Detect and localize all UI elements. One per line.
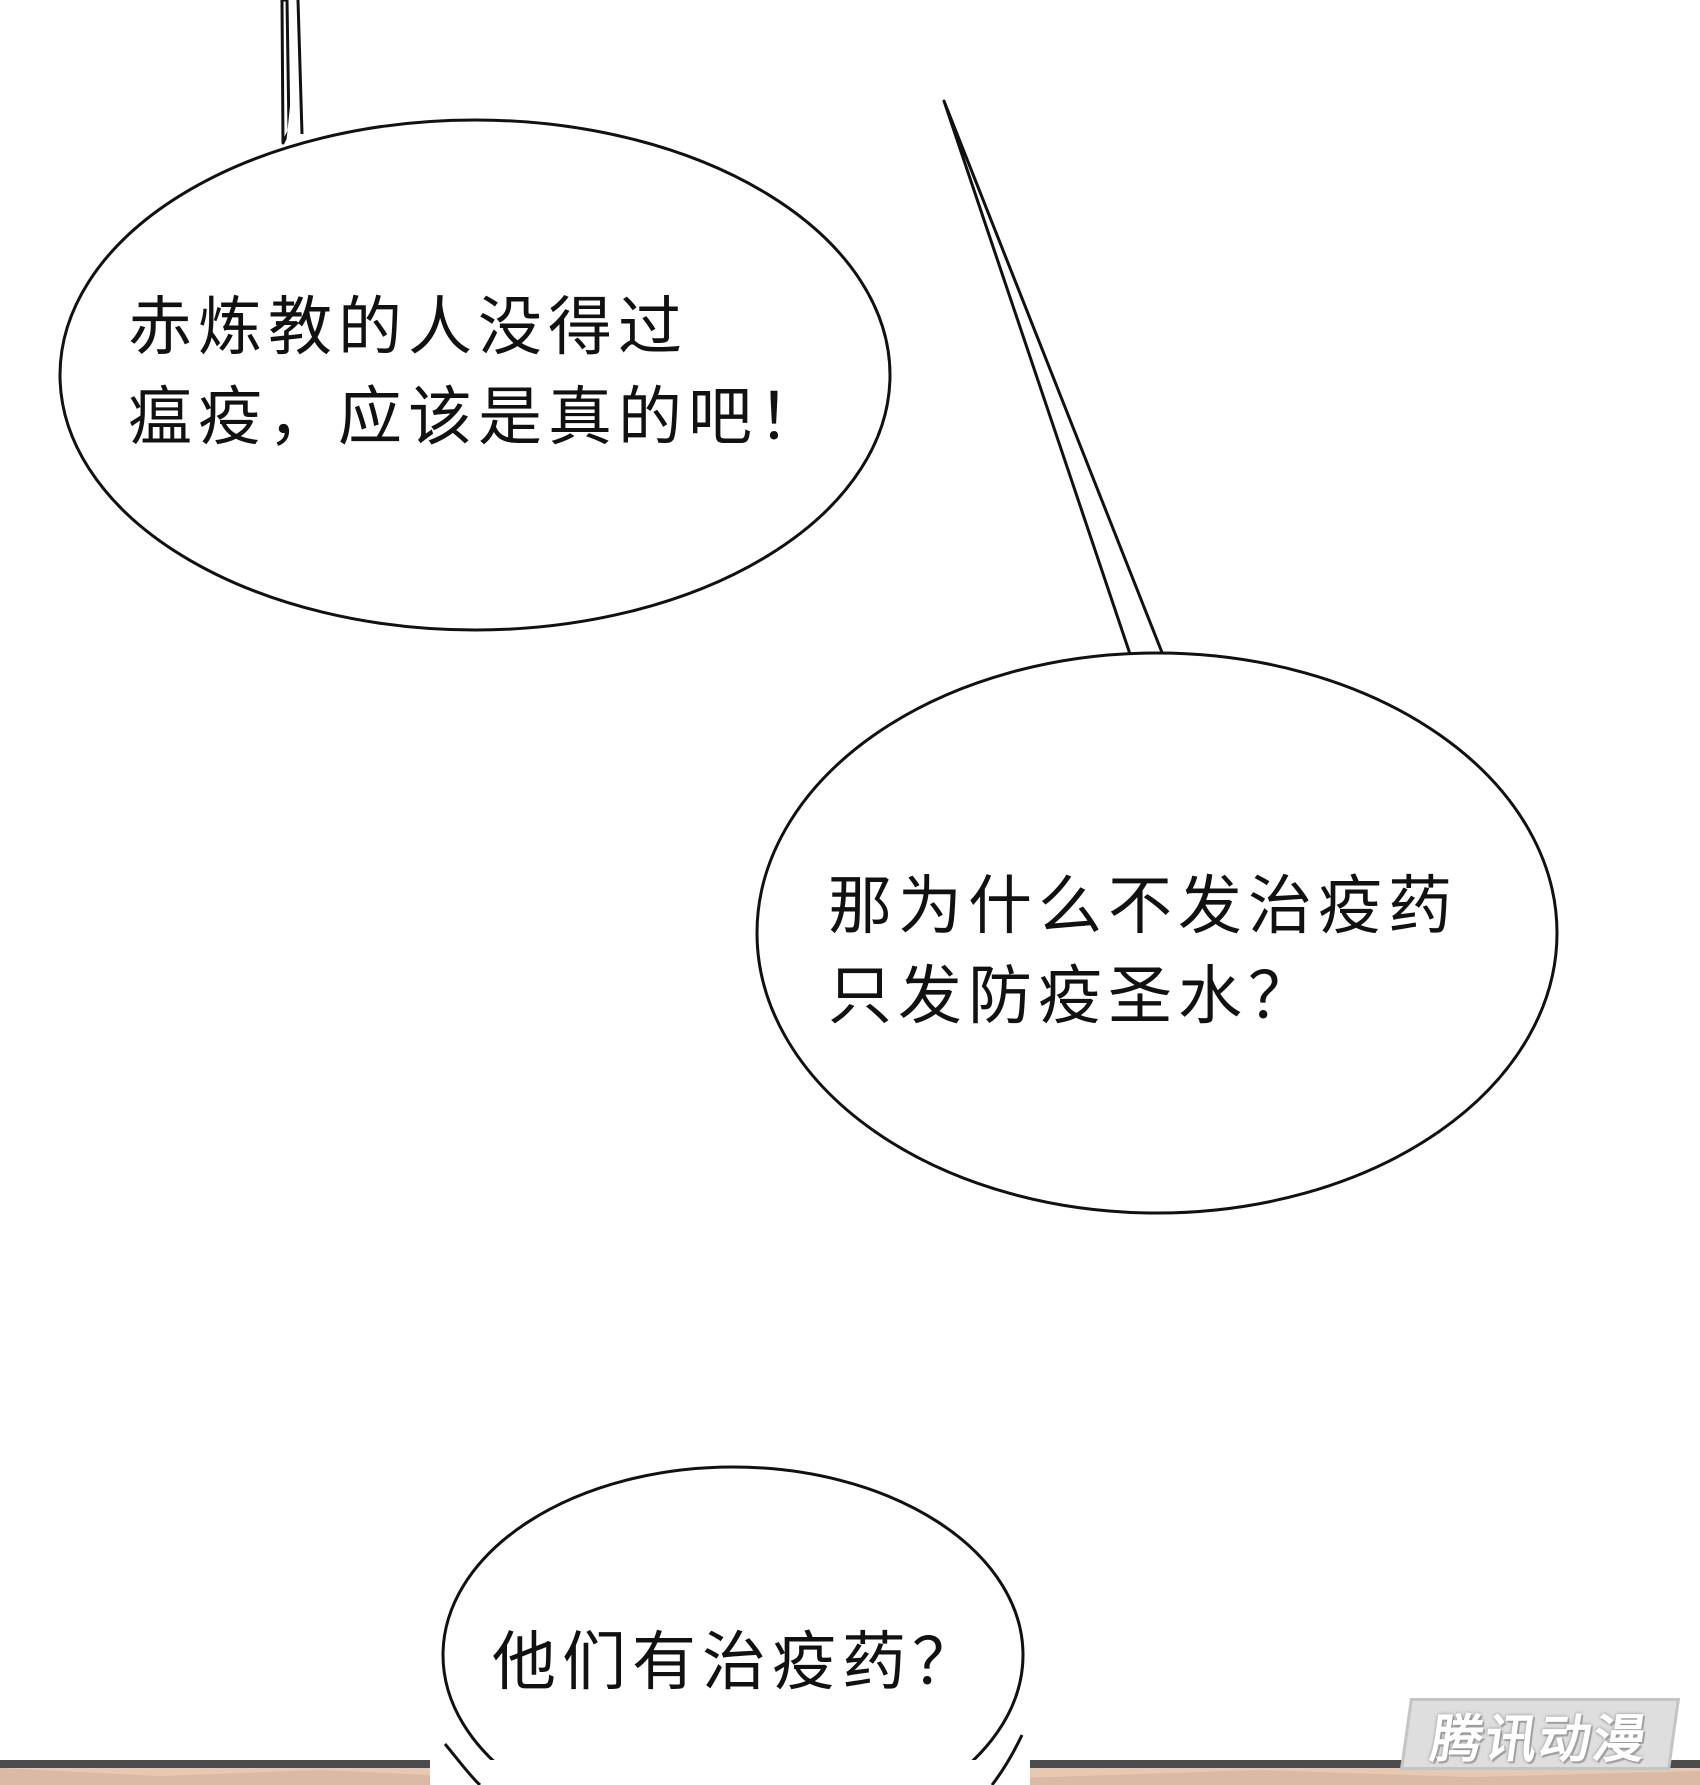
speech-bubble-3-outline bbox=[441, 1465, 1025, 1785]
speech-bubble-1-line-1: 赤炼教的人没得过 bbox=[128, 291, 688, 365]
speech-bubble-1-line-2: 瘟疫，应该是真的吧！ bbox=[128, 381, 828, 455]
speech-bubble-1-outline bbox=[58, 118, 892, 632]
tencent-comics-watermark: 腾讯动漫 bbox=[1399, 1698, 1681, 1770]
speech-bubble-1-tail-right-edge bbox=[296, 0, 304, 135]
speech-bubble-2-line-2: 只发防疫圣水？ bbox=[828, 960, 1318, 1034]
speech-bubble-3-text: 他们有治疫药？ bbox=[492, 1618, 982, 1708]
watermark-text: 腾讯动漫 bbox=[1426, 1709, 1652, 1770]
speech-bubble-3-left-bottom-edge bbox=[443, 1743, 482, 1785]
speech-bubble-3-right-bottom-edge bbox=[990, 1734, 1024, 1785]
speech-bubble-2-line-1: 那为什么不发治疫药 bbox=[828, 870, 1458, 944]
speech-bubble-2-tail-join bbox=[1130, 662, 1163, 675]
speech-bubble-1-text: 赤炼教的人没得过 瘟疫，应该是真的吧！ bbox=[128, 283, 828, 463]
speech-bubble-3-bottom-fill bbox=[430, 1760, 1030, 1785]
speech-bubble-1 bbox=[58, 0, 892, 632]
speech-bubble-2 bbox=[755, 99, 1559, 1215]
speech-bubble-3-line-1: 他们有治疫药？ bbox=[492, 1626, 982, 1700]
speech-bubble-2-text: 那为什么不发治疫药 只发防疫圣水？ bbox=[828, 862, 1458, 1042]
speech-bubble-3 bbox=[430, 1465, 1030, 1785]
speech-bubble-1-tail bbox=[280, 0, 291, 145]
speech-bubble-2-tail bbox=[942, 99, 1165, 659]
speech-bubble-2-outline bbox=[755, 651, 1559, 1215]
